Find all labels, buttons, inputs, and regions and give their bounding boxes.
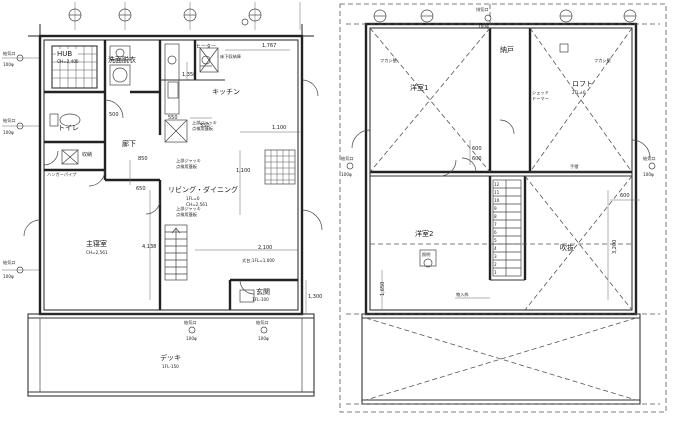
room-label-entrance: 玄関 (256, 287, 270, 296)
room-label-void: 吹抜 (560, 243, 574, 252)
jack-label-1: 上部ジャッキ (192, 119, 217, 126)
stair-step-numbers: 12 11 10 9 8 7 6 5 4 3 2 1 (494, 182, 500, 275)
room-label-toilet: トイレ (58, 124, 79, 132)
room-label-hub: HUB (57, 50, 72, 58)
dimension-label: 2,100 (258, 245, 272, 251)
jack-label-3b: 点検用蓋板 (176, 211, 198, 218)
jack-label-2b: 点検用蓋板 (176, 163, 198, 170)
room-fl-deck: 1FL-150 (162, 364, 179, 369)
heater-label: ヒーター (196, 43, 216, 50)
stair-step: 9 (494, 206, 497, 211)
room-label-western2: 洋室2 (415, 229, 433, 238)
dimension-label: 1,650 (380, 282, 386, 296)
room-fl-living: 1FL=0 (186, 196, 200, 201)
vent-label: 給気口 (256, 319, 269, 326)
dormer-label: ドーマー (532, 96, 549, 102)
grid-marker (373, 9, 637, 23)
dimension-label: 1,100 (272, 125, 286, 131)
vent-label: 給気口 (341, 155, 354, 162)
vent-marker (346, 14, 656, 170)
room-label-kitchen: キッチン (212, 88, 240, 96)
stair-step: 12 (494, 182, 500, 187)
shade-label: シェッド (532, 90, 549, 96)
room-fl-loft: 2FL±0 (572, 90, 586, 95)
stair-step: 10 (494, 198, 500, 203)
dimension-label: 850 (138, 156, 148, 162)
upper-floor-plan (339, 3, 667, 413)
dimension-label: 1,300 (308, 294, 322, 300)
handrail-label: 手摺 (570, 163, 578, 170)
room-label-storage: 収納 (82, 151, 92, 158)
vent-marker (16, 18, 268, 334)
fukashi-label: フカシ壁 (594, 57, 611, 64)
grid-marker (68, 8, 262, 22)
vent-size: 100φ (3, 62, 14, 67)
vent-size: 100φ (186, 336, 197, 341)
vent-label: 給気口 (643, 155, 656, 162)
dimension-label: 500 (109, 112, 119, 118)
vent-size: 100φ (643, 172, 654, 177)
room-ch-living: CH=2,561 (186, 202, 208, 207)
room-fl-entrance: 1FL-100 (252, 297, 269, 302)
vent-size: 100φ (341, 172, 352, 177)
vent-label: 給気口 (3, 50, 16, 57)
room-label-loft: ロフト (572, 80, 593, 88)
vent-label: 給気口 (3, 117, 16, 124)
vent-label: 給気口 (184, 319, 197, 326)
dimension-label: 1,100 (236, 168, 250, 174)
ground-floor-plan (2, 2, 323, 397)
jack-label-2: 上部ジャッキ (176, 157, 201, 164)
lamp-label: 照明 (422, 252, 430, 258)
stair-step: 4 (494, 246, 497, 251)
hanger-pipe-label: ハンガーパイプ (47, 171, 77, 178)
room-label-washroom: 洗面脱衣 (108, 55, 136, 64)
dimension-label: 600 (472, 146, 482, 152)
room-label-master: 主寝室 (86, 239, 107, 248)
room-label-closet: 納戸 (500, 45, 514, 54)
room-ch-master: CH=2,561 (86, 250, 108, 255)
dimension-label: 650 (136, 186, 146, 192)
vent-label: 給気口 (3, 259, 16, 266)
jack-label-1b: 点検用蓋板 (192, 125, 214, 132)
dimension-label: 4,138 (142, 244, 156, 250)
vent-size: 100φ (258, 336, 269, 341)
shokudai-label: 式台:1FL=1,000 (242, 257, 275, 264)
room-label-living: リビング・ダイニング (168, 185, 238, 194)
stair-step: 3 (494, 254, 497, 259)
room-label-deck: デッキ (160, 353, 181, 362)
dimension-label: 550 (168, 115, 178, 121)
dimension-label: 1,767 (262, 43, 276, 49)
jack-label-3: 上部ジャッキ (176, 205, 201, 212)
fukashi-label: フカシ壁 (380, 57, 397, 64)
dimension-label: 550 (200, 123, 210, 129)
stair-step: 5 (494, 238, 497, 243)
underfloor-storage-label: 床下収納庫 (220, 53, 241, 60)
room-label-corridor: 廊下 (122, 139, 136, 148)
dimension-label: 3,200 (612, 240, 618, 254)
room-label-western1: 洋室1 (410, 83, 428, 92)
dimension-label: 600 (620, 193, 630, 199)
stair-step: 11 (494, 190, 500, 195)
vent-size: 100φ (3, 130, 14, 135)
stair-step: 6 (494, 230, 497, 235)
storage-frame-label: 物入枠 (456, 291, 469, 298)
room-ch-hub: CH=2,400 (57, 59, 79, 64)
dimension-label: 600 (472, 156, 482, 162)
stair-step: 8 (494, 214, 497, 219)
vent-size: 100φ (3, 274, 14, 279)
vent-label: 排気口 (476, 6, 489, 13)
stair-step: 2 (494, 262, 497, 267)
dimension-label: 1,350 (182, 72, 196, 78)
stair-step: 7 (494, 222, 497, 227)
vent-size: 100φ (478, 24, 489, 29)
stair-step: 1 (494, 270, 497, 275)
